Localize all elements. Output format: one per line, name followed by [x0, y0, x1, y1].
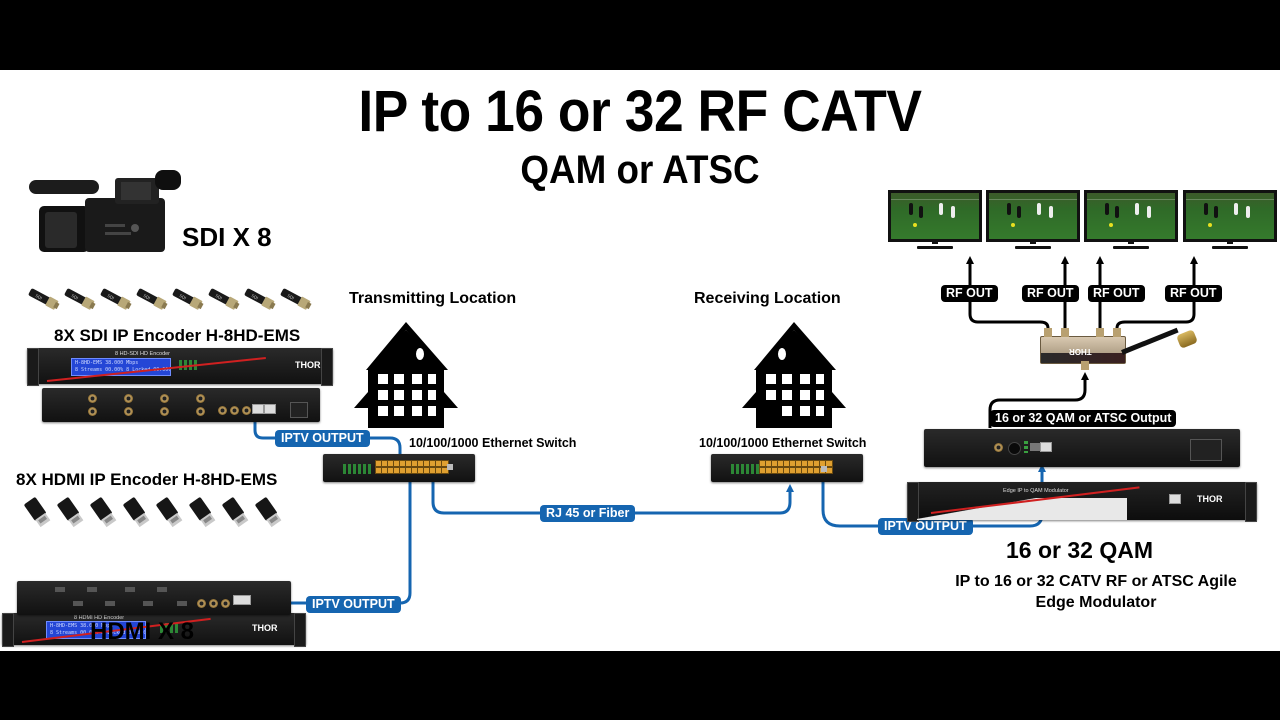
hdmi-encoder-panel-title: 8 HDMI HD Encoder — [74, 615, 125, 621]
ethernet-port — [1040, 442, 1052, 452]
sdi-connector-icon: SDI — [278, 286, 314, 317]
rf-out-label-3: RF OUT — [1088, 285, 1145, 302]
television-icon — [888, 190, 982, 249]
hdmi-connector-icon — [121, 496, 153, 535]
rf-splitter: THOR — [1040, 336, 1126, 364]
thor-logo: THOR — [252, 623, 278, 633]
hdmi-connector-icon — [220, 496, 252, 535]
rx-ethernet-switch — [711, 454, 863, 482]
hdmi-encoder-label: 8X HDMI IP Encoder H-8HD-EMS — [16, 470, 278, 489]
tv-screen — [1084, 190, 1178, 242]
transmitting-building-icon — [354, 322, 458, 428]
diagram-subtitle: QAM or ATSC — [520, 148, 760, 192]
modulator-panel-title: Edge IP to QAM Modulator — [1003, 488, 1069, 494]
sdi-source-label: SDI X 8 — [182, 222, 272, 252]
ethernet-port — [1169, 494, 1181, 504]
sdi-encoder-front-panel: 8 HD-SDI HD Encoder H-8HD-EMS 38.000 Mbp… — [27, 348, 333, 386]
modulator-front-panel: Edge IP to QAM Modulator THOR — [907, 482, 1257, 522]
rf-out-label-2: RF OUT — [1022, 285, 1079, 302]
qam-heading: 16 or 32 QAM — [1006, 537, 1153, 563]
modulator-description-line2: Edge Modulator — [1035, 594, 1157, 611]
hdmi-connector-icon — [253, 496, 285, 535]
hdmi-connector-icon — [22, 496, 54, 535]
television-icon — [986, 190, 1080, 249]
diagram-title: IP to 16 or 32 RF CATV — [358, 79, 922, 144]
wire-rf-out-1 — [966, 256, 1050, 335]
modulator-description-line1: IP to 16 or 32 CATV RF or ATSC Agile — [955, 573, 1237, 590]
svg-text:SDI: SDI — [143, 293, 151, 301]
power-socket — [290, 402, 308, 418]
svg-text:SDI: SDI — [215, 293, 223, 301]
television-icon — [1084, 190, 1178, 249]
hdmi-source-label: HDMI X 8 — [90, 618, 195, 645]
rx-switch-label: 10/100/1000 Ethernet Switch — [699, 436, 867, 450]
thor-logo: THOR — [295, 360, 321, 370]
ethernet-port — [252, 404, 264, 414]
wire-rf-out-4 — [1115, 256, 1198, 335]
svg-text:SDI: SDI — [179, 293, 187, 301]
svg-text:SDI: SDI — [35, 293, 43, 301]
sdi-connector-icon: SDI — [98, 286, 134, 317]
rx-iptv-output-label: IPTV OUTPUT — [878, 518, 973, 535]
sdi-encoder-panel-title: 8 HD-SDI HD Encoder — [115, 351, 171, 357]
tx-switch-label: 10/100/1000 Ethernet Switch — [409, 436, 577, 450]
svg-text:SDI: SDI — [251, 293, 259, 301]
rf-out-label-4: RF OUT — [1165, 285, 1222, 302]
status-leds — [160, 623, 178, 633]
hdmi-connector-icon — [154, 496, 186, 535]
sdi-connector-icon: SDI — [62, 286, 98, 317]
hdmi-connector-icon — [88, 496, 120, 535]
receiving-building-icon — [742, 322, 846, 428]
tv-screen — [1183, 190, 1277, 242]
modulator-rear-panel — [924, 429, 1240, 467]
qam-atsc-output-label: 16 or 32 QAM or ATSC Output — [990, 410, 1177, 427]
television-icon — [1183, 190, 1277, 249]
ethernet-port — [264, 404, 276, 414]
switch-port — [825, 460, 833, 467]
power-socket — [1190, 439, 1222, 461]
video-camera-icon — [29, 170, 181, 252]
switch-port — [441, 467, 449, 474]
switch-port — [441, 460, 449, 467]
tv-screen — [986, 190, 1080, 242]
sdi-connector-icon: SDI — [242, 286, 278, 317]
ethernet-port — [233, 595, 251, 605]
rj45-fiber-label: RJ 45 or Fiber — [540, 505, 636, 522]
svg-text:SDI: SDI — [287, 293, 295, 301]
wire-qam-output — [988, 372, 1089, 428]
sdi-encoder-rear-panel — [42, 388, 320, 422]
sdi-connector-icon: SDI — [134, 286, 170, 317]
rf-out-label-1: RF OUT — [941, 285, 998, 302]
svg-text:SDI: SDI — [107, 293, 115, 301]
sdi-connector-icon: SDI — [170, 286, 206, 317]
diagram-canvas: IP to 16 or 32 RF CATV QAM or ATSC — [0, 70, 1280, 651]
hdmi-connector-icon — [187, 496, 219, 535]
sdi-encoder-label: 8X SDI IP Encoder H-8HD-EMS — [54, 326, 301, 345]
splitter-brand: THOR — [1069, 347, 1092, 356]
hdmi-encoder-front-panel: 8 HDMI HD Encoder H-8HD-EMS 38.000 Mbps … — [2, 613, 306, 647]
hdmi-encoder-rear-panel — [17, 581, 291, 615]
transmitting-location-label: Transmitting Location — [349, 290, 517, 307]
tv-screen — [888, 190, 982, 242]
svg-text:SDI: SDI — [71, 293, 79, 301]
receiving-location-label: Receiving Location — [694, 290, 841, 307]
tx-ethernet-switch — [323, 454, 475, 482]
sdi-iptv-output-label: IPTV OUTPUT — [275, 430, 370, 447]
thor-logo: THOR — [1197, 494, 1223, 504]
sdi-connector-icon: SDI — [26, 286, 62, 317]
hdmi-iptv-output-label: IPTV OUTPUT — [306, 596, 401, 613]
hdmi-connector-icon — [55, 496, 87, 535]
sdi-connector-icon: SDI — [206, 286, 242, 317]
